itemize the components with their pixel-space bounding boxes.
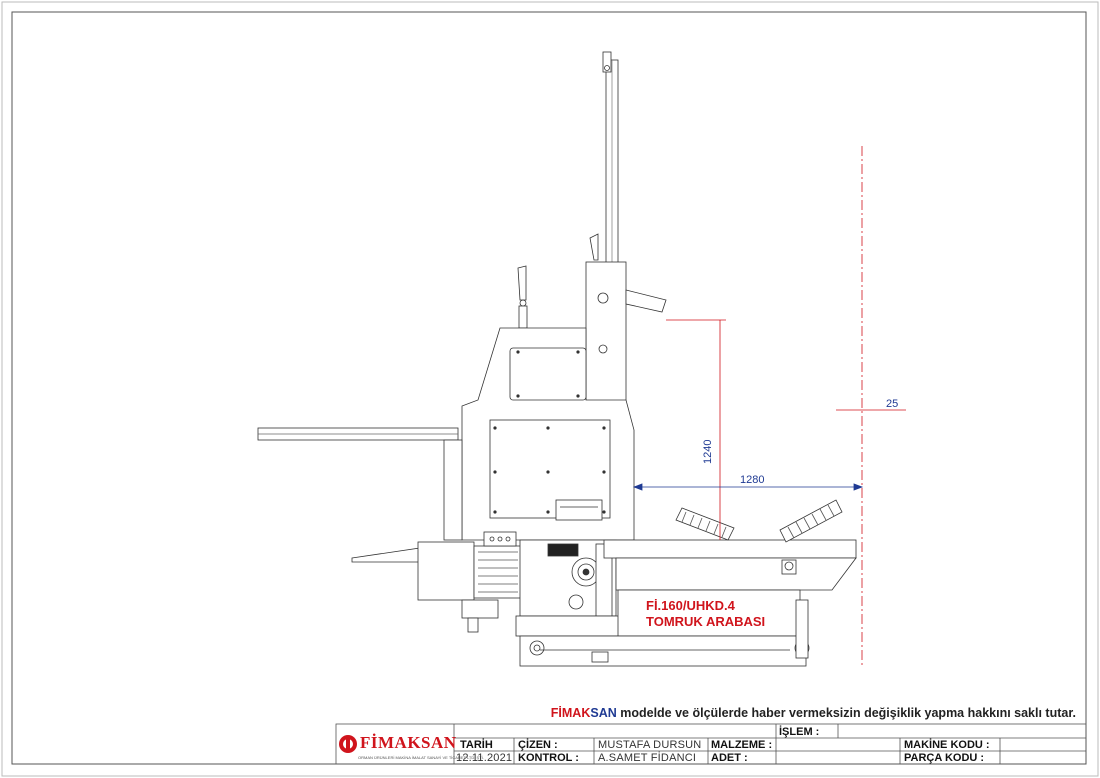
brand-blue: SAN — [590, 706, 617, 720]
motor — [417, 541, 475, 601]
kontrol-label: KONTROL : — [518, 752, 579, 764]
dim-height: 1240 — [702, 439, 714, 464]
adet-label: ADET : — [711, 752, 748, 764]
parca-kodu-label: PARÇA KODU : — [904, 752, 985, 764]
dimension-lines-blue — [632, 483, 864, 491]
dim-width: 1280 — [740, 474, 765, 486]
kontrol-value: A.SAMET FİDANCI — [598, 752, 697, 764]
makine-kodu-label: MAKİNE KODU : — [904, 739, 990, 751]
company-logo-sub: ORMAN ÜRÜNLERİ MAKİNA İMALAT SANAYİ VE T… — [358, 755, 484, 760]
rights-notice: FİMAKSAN modelde ve ölçülerde haber verm… — [0, 706, 1076, 720]
track-right — [779, 499, 843, 543]
part-label-line2: TOMRUK ARABASI — [646, 614, 766, 629]
dimension-lines — [666, 146, 906, 666]
malzeme-label: MALZEME : — [711, 739, 773, 751]
machine-drawing — [257, 51, 857, 667]
dim-gap: 25 — [886, 398, 899, 410]
cizen-value: MUSTAFA DURSUN — [598, 739, 702, 751]
part-label-line1: Fİ.160/UHKD.4 — [646, 598, 735, 613]
track-left — [675, 507, 735, 541]
tarih-label: TARİH — [460, 739, 493, 751]
cizen-label: ÇİZEN : — [518, 739, 558, 751]
saw-blade — [351, 547, 421, 563]
islem-label: İŞLEM : — [779, 726, 820, 738]
notice-text: modelde ve ölçülerde haber vermeksizin d… — [616, 706, 1076, 720]
brand-red: FİMAK — [550, 706, 591, 720]
title-block — [335, 723, 1087, 765]
tarih-value: 12.11.2021 — [456, 752, 513, 764]
fimaksan-logo-icon — [339, 735, 357, 753]
carriage-frame — [515, 615, 633, 637]
company-logo-text: FİMAKSAN — [360, 733, 457, 752]
